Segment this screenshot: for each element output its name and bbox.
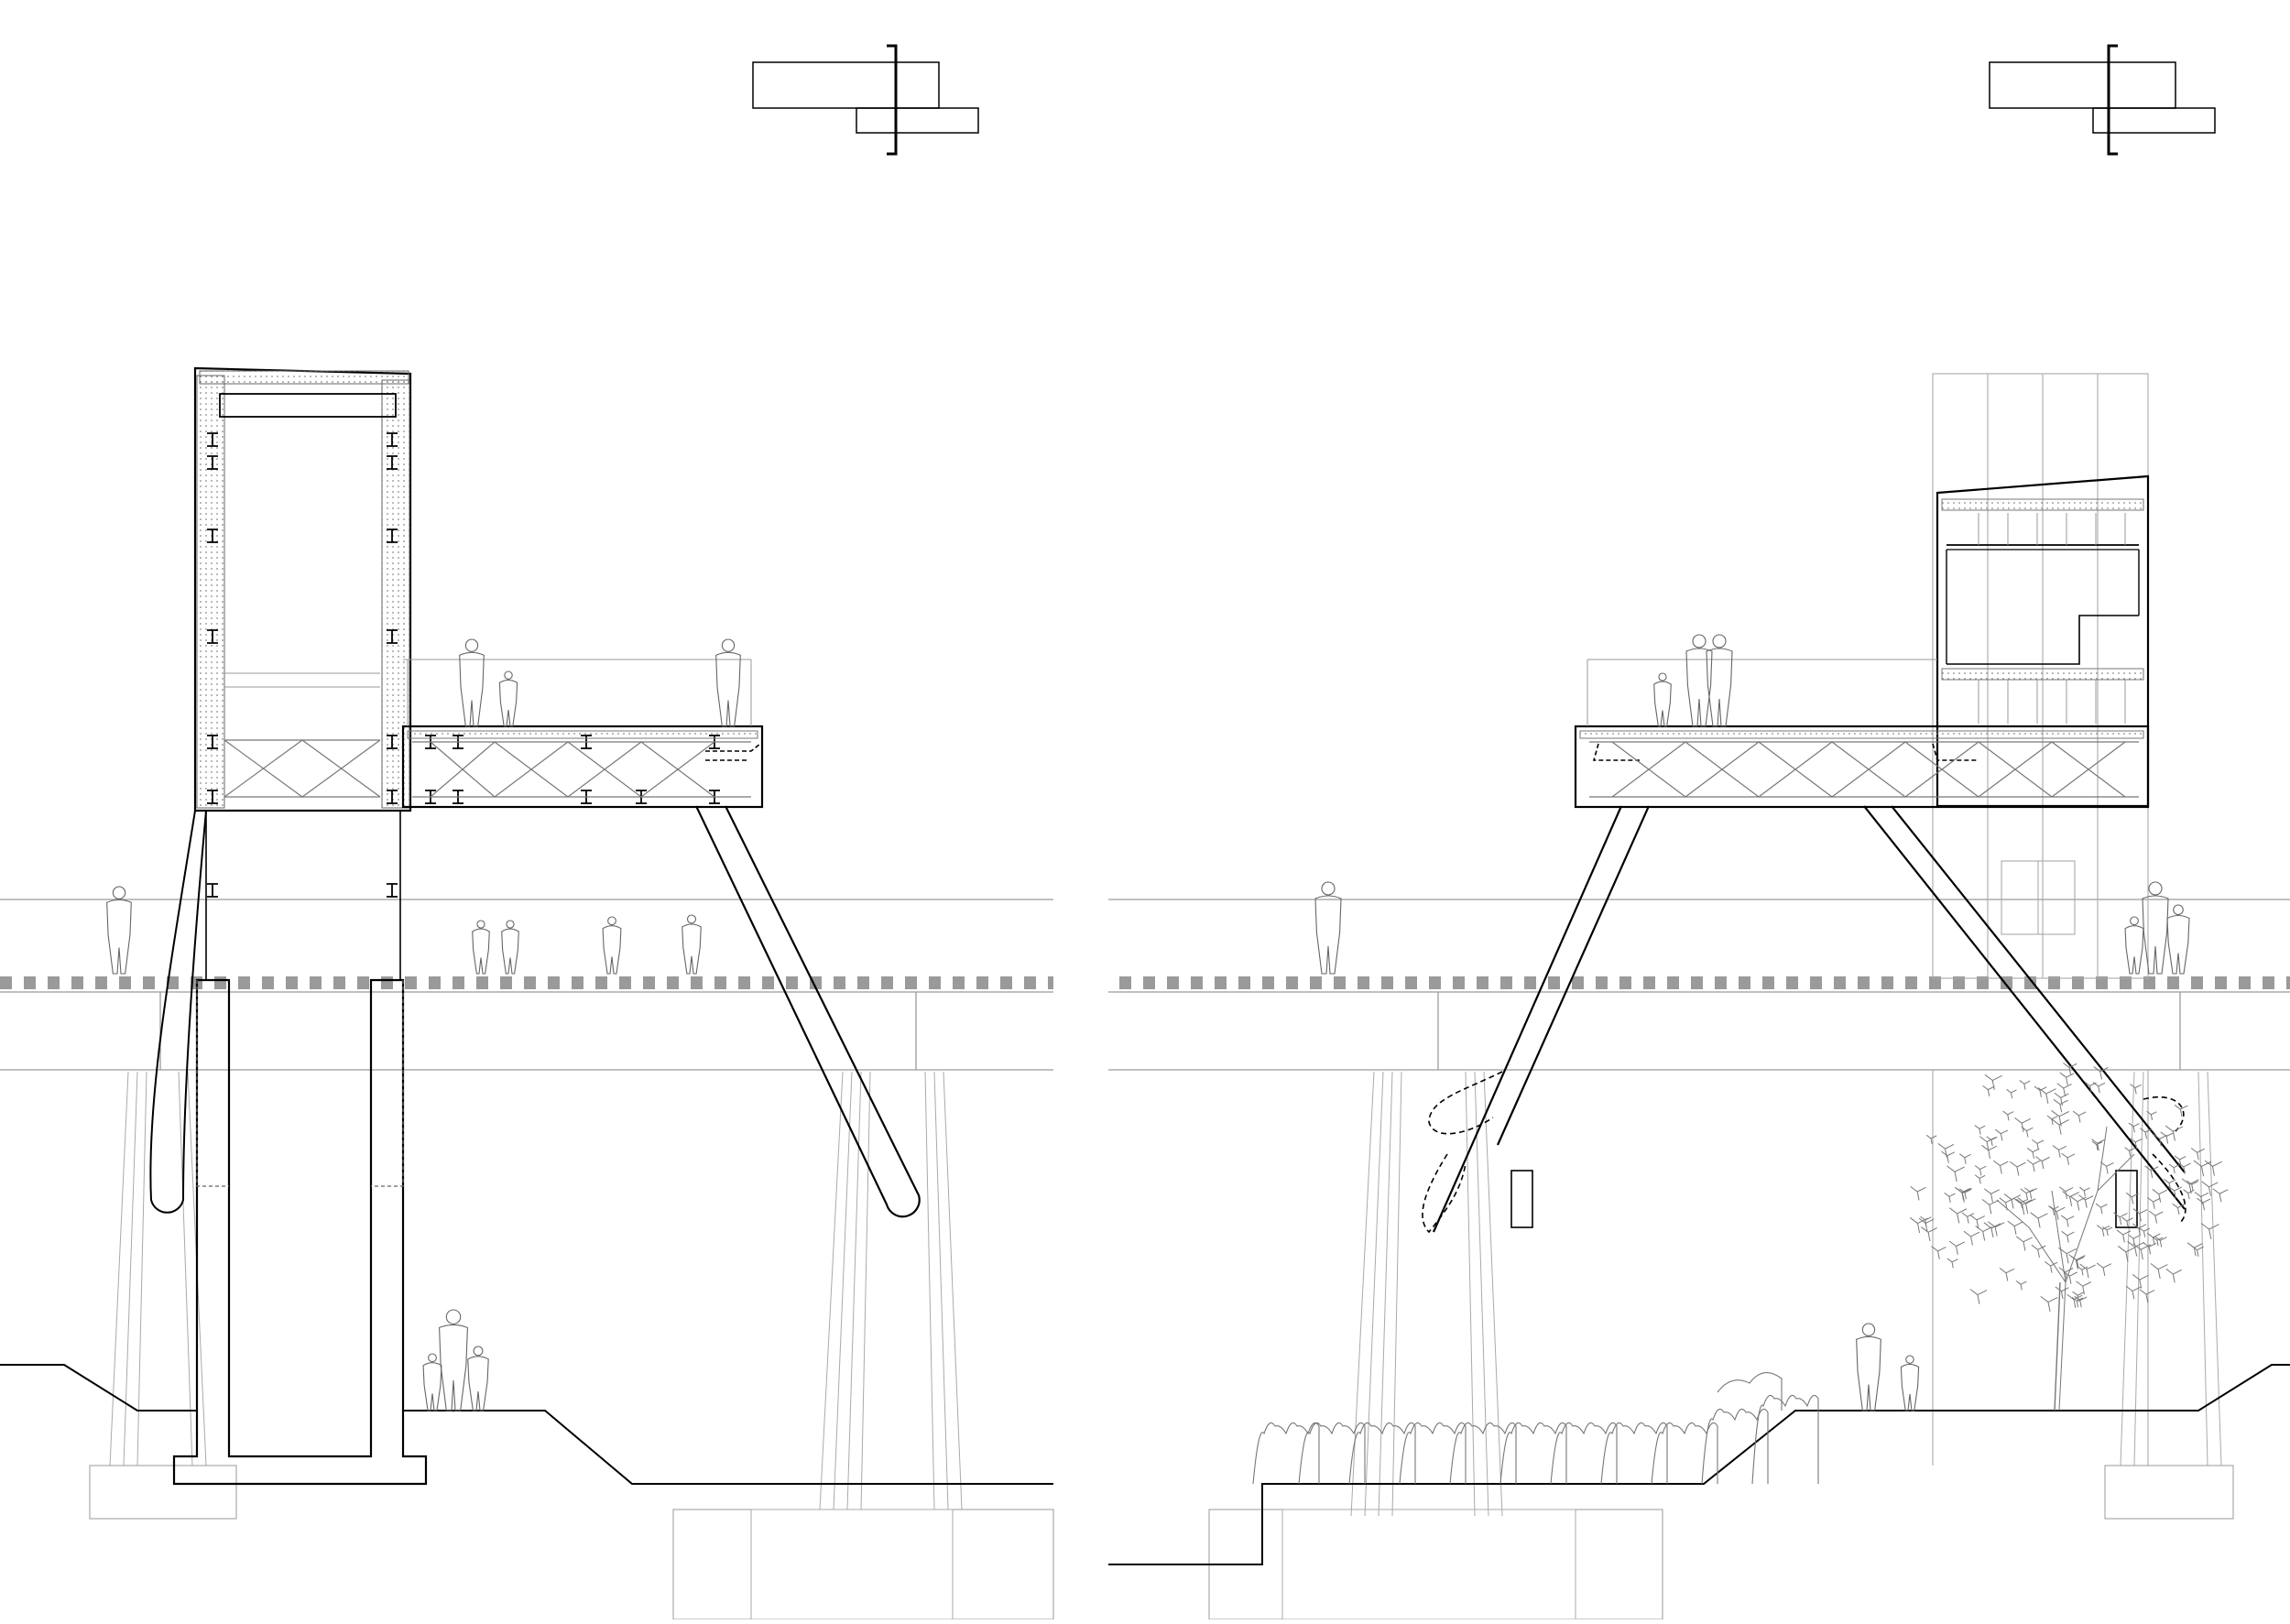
key-plan-right: [1989, 44, 2216, 156]
cantilever-deck-left: [401, 659, 764, 809]
deck-paving-right: [1108, 976, 2290, 989]
upper-volume-right: [1936, 474, 2150, 808]
section-right: [1108, 44, 2290, 1620]
strut-plate-a: [1510, 1170, 1533, 1228]
shaft-truss: [224, 739, 381, 798]
tower-shaft-left: [193, 366, 412, 980]
people-left: [106, 638, 741, 1411]
deck-paving-left: [0, 976, 1053, 989]
viaduct-pier-left-a: [89, 1071, 237, 1520]
diagonal-strut-left-r: [695, 805, 921, 1218]
deck-truss-left: [412, 741, 751, 798]
tree: [1909, 1063, 2229, 1411]
shaft-pile-left: [196, 980, 229, 1187]
upper-promenade-right: [1108, 899, 2290, 1071]
diagonal-strut-right-a: [1432, 805, 1651, 1233]
ground-line-left: [0, 1364, 197, 1411]
upper-promenade-left: [0, 899, 1053, 1071]
cantilever-deck-right: [1574, 659, 2150, 809]
shrubs: [1252, 1372, 1819, 1485]
shaft-foundation: [172, 978, 428, 1486]
strut-end-b: [2143, 1096, 2186, 1224]
viaduct-pier-right-b: [2104, 1071, 2234, 1520]
strut-plate-b: [2115, 1170, 2138, 1228]
key-plan-left: [752, 44, 979, 156]
diagonal-strut-right-b: [1863, 805, 2186, 1210]
viaduct-pier-right-a: [1208, 1071, 1663, 1620]
deck-truss-right: [1589, 741, 2139, 798]
section-left: [0, 44, 1054, 1620]
background-tower: [1932, 373, 2149, 1466]
shaft-i-beams: [207, 432, 720, 898]
ground-line-left-2: [403, 1410, 1053, 1485]
strut-end-a: [1422, 1071, 1503, 1234]
shaft-pile-right: [371, 980, 404, 1187]
people-right: [1314, 634, 2190, 1411]
curved-strut-left: [149, 810, 207, 1214]
upper-volume-ribs: [1978, 513, 2126, 724]
ground-line-right: [1108, 1364, 2290, 1565]
